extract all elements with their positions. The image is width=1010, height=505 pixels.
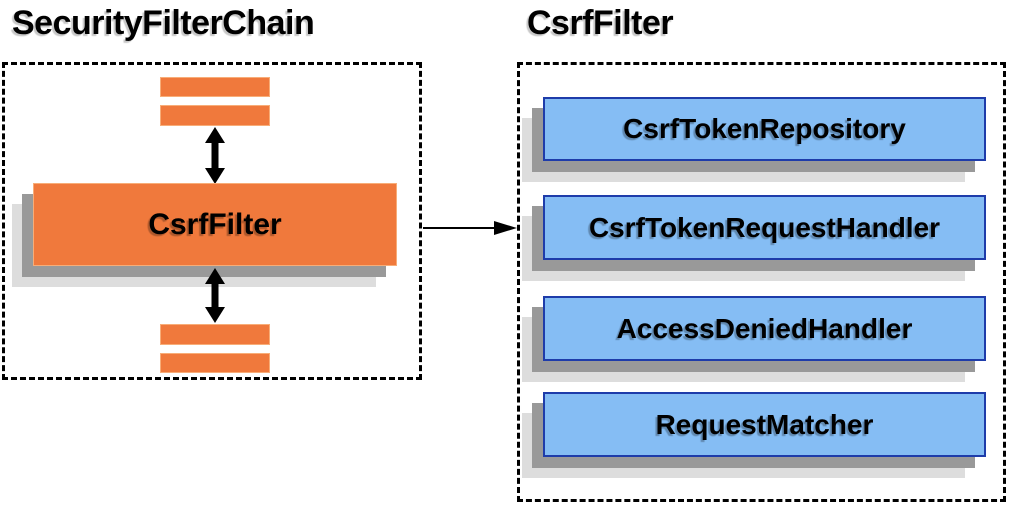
csrf-filter-title: CsrfFilter [527, 4, 674, 42]
bidirectional-arrow-icon [205, 127, 225, 184]
component-box-csrf-token-request-handler: CsrfTokenRequestHandler [522, 195, 986, 281]
csrf-filter-box-label: CsrfFilter [148, 207, 282, 241]
filter-placeholder-bar [160, 324, 270, 345]
component-label: CsrfTokenRequestHandler [588, 211, 941, 243]
security-filter-chain-container [2, 62, 422, 380]
csrf-filter-container [517, 62, 1006, 502]
filter-placeholder-bar [160, 353, 270, 373]
security-filter-chain-title: SecurityFilterChain [12, 4, 315, 42]
filter-placeholder-bar [160, 77, 270, 97]
bidirectional-arrow-icon [205, 268, 225, 323]
component-label: CsrfTokenRepository [623, 113, 906, 144]
component-box-access-denied-handler: AccessDeniedHandler [522, 296, 986, 382]
flow-arrow-icon [423, 221, 517, 235]
component-label: RequestMatcher [655, 408, 874, 440]
component-box-request-matcher: RequestMatcher [522, 392, 986, 478]
component-label: AccessDeniedHandler [616, 312, 913, 344]
csrf-filter-box: CsrfFilter [12, 183, 397, 287]
filter-placeholder-bar [160, 105, 270, 126]
component-box-csrf-token-repository: CsrfTokenRepository [522, 97, 986, 182]
